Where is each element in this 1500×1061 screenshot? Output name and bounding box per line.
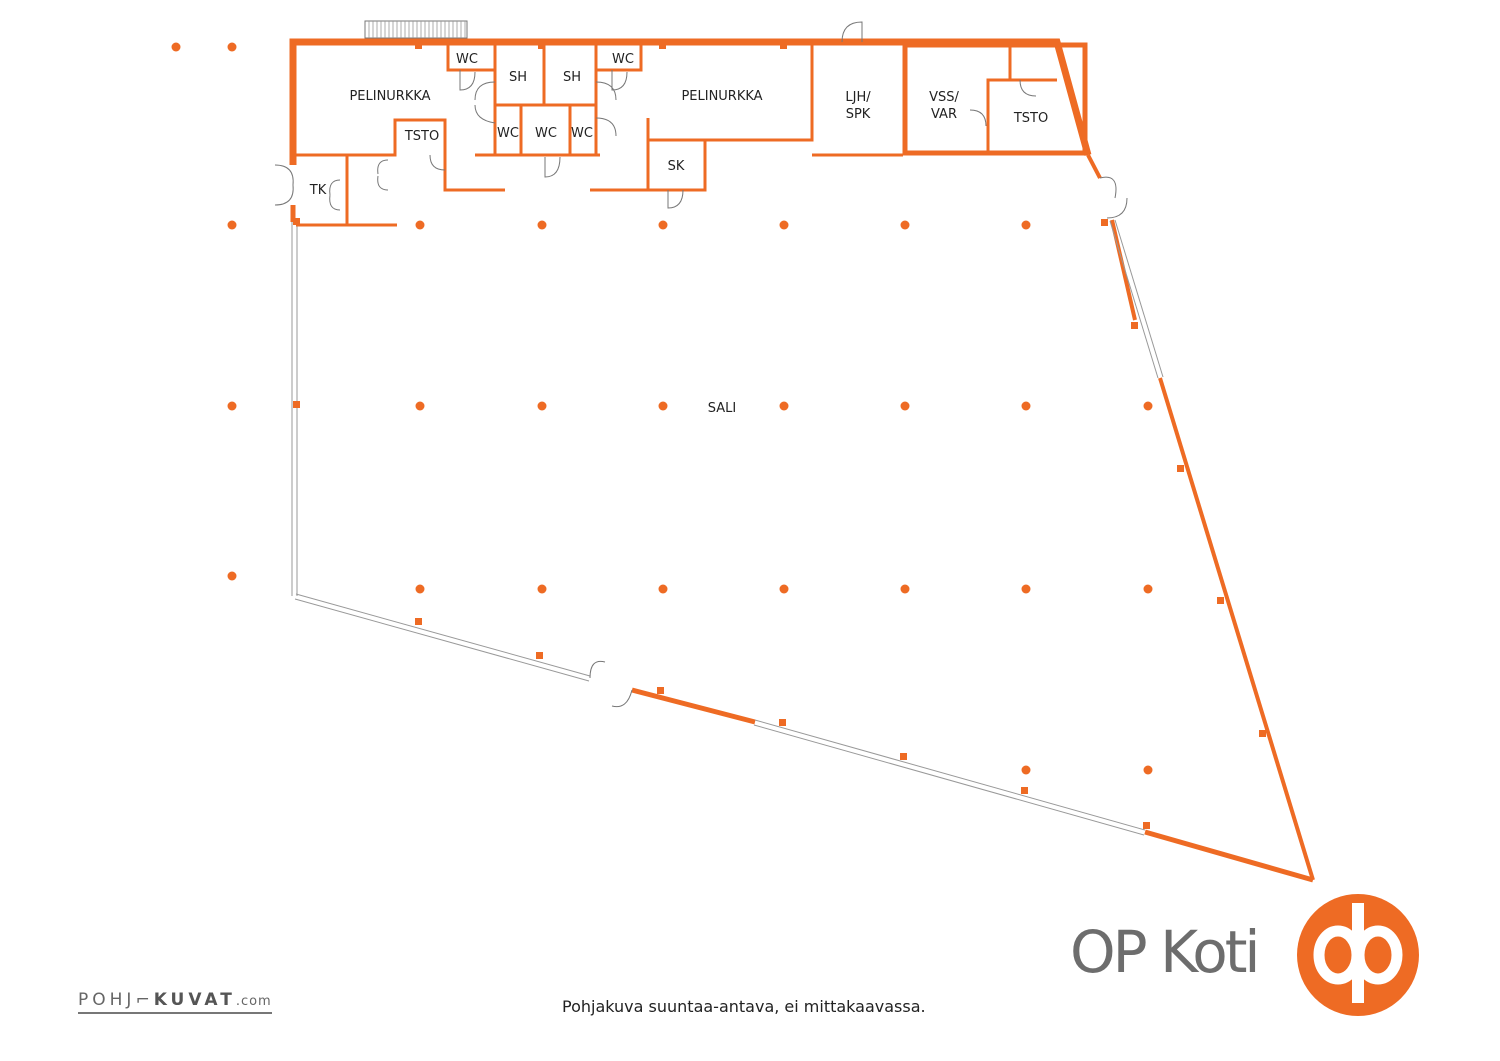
wall-pillar (659, 42, 666, 49)
column-dot (227, 220, 237, 230)
wall-pillar (293, 401, 300, 408)
column-dot (537, 584, 547, 594)
wall-pillar (538, 42, 545, 49)
columns (171, 42, 1153, 775)
room-label: VSS/ (929, 90, 959, 105)
wall-pillar (1131, 322, 1138, 329)
doors (274, 21, 1128, 708)
wall-pillar (415, 42, 422, 49)
pohjakuvat-logo: POHJ⌐KUVAT.com (78, 990, 272, 1014)
column-dot (1021, 765, 1031, 775)
room-label: TSTO (404, 129, 439, 144)
column-dot (415, 584, 425, 594)
room-label: TK (309, 183, 327, 198)
column-dot (658, 584, 668, 594)
room-label: LJH/ (845, 90, 871, 105)
wall-pillar (1143, 822, 1150, 829)
op-logo (1297, 894, 1419, 1016)
interior-walls (296, 42, 1088, 227)
column-dot (537, 401, 547, 411)
wall-pillar (415, 618, 422, 625)
column-dot (658, 220, 668, 230)
wall-pillar (779, 719, 786, 726)
column-dot (779, 584, 789, 594)
column-dot (227, 571, 237, 581)
room-label: TSTO (1013, 111, 1048, 126)
brand-name: OP Koti (1070, 918, 1261, 986)
room-labels: PELINURKKA PELINURKKA TSTO TK WC WC WC W… (309, 52, 1048, 416)
logo-mark: ⌐ (135, 990, 154, 1010)
logo-part: .com (235, 994, 272, 1009)
wall-pillar (1217, 597, 1224, 604)
room-label: PELINURKKA (681, 89, 762, 104)
room-label: WC (456, 52, 478, 67)
wall-pillar (657, 687, 664, 694)
wall-pillar (1259, 730, 1266, 737)
column-dot (1021, 220, 1031, 230)
room-label: SALI (708, 401, 736, 416)
windows (291, 219, 1164, 836)
wall-pillar (1177, 465, 1184, 472)
room-label: SH (563, 70, 581, 85)
room-label: WC (571, 126, 593, 141)
column-dot (900, 584, 910, 594)
column-dot (1143, 401, 1153, 411)
disclaimer-text: Pohjakuva suuntaa-antava, ei mittakaavas… (562, 997, 926, 1016)
wall-pillar (1021, 787, 1028, 794)
wall-pillar (1101, 219, 1108, 226)
column-dot (1143, 584, 1153, 594)
column-dot (415, 220, 425, 230)
room-label: VAR (931, 107, 957, 122)
stairs (364, 20, 468, 39)
column-dot (658, 401, 668, 411)
column-dot (1021, 584, 1031, 594)
wall-pillars (293, 42, 1266, 829)
column-dot (171, 42, 181, 52)
room-label: SH (509, 70, 527, 85)
wall-pillar (536, 652, 543, 659)
column-dot (227, 401, 237, 411)
column-dot (779, 401, 789, 411)
outer-walls (289, 38, 1315, 883)
column-dot (227, 42, 237, 52)
column-dot (1021, 401, 1031, 411)
column-dot (537, 220, 547, 230)
column-dot (1143, 765, 1153, 775)
wall-pillar (293, 218, 300, 225)
room-label: SK (668, 159, 685, 174)
room-label: WC (535, 126, 557, 141)
room-label: PELINURKKA (349, 89, 430, 104)
wall-pillar (780, 42, 787, 49)
logo-part: POHJ (78, 990, 136, 1010)
column-dot (779, 220, 789, 230)
column-dot (900, 401, 910, 411)
wall-pillar (900, 753, 907, 760)
room-label: SPK (846, 107, 871, 122)
column-dot (900, 220, 910, 230)
room-label: WC (497, 126, 519, 141)
logo-part: KUVAT (153, 990, 236, 1010)
room-label: WC (612, 52, 634, 67)
column-dot (415, 401, 425, 411)
